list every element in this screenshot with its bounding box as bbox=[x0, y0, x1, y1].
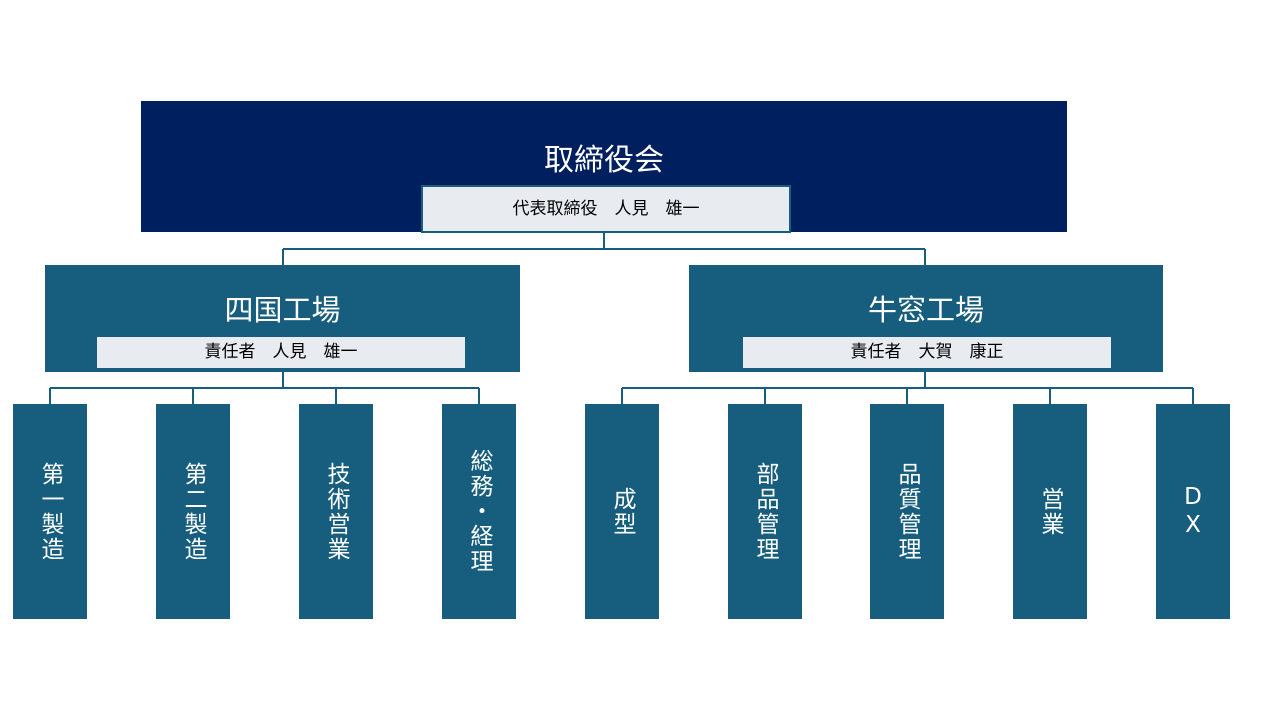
department-box: 総務・経理 bbox=[442, 404, 516, 619]
factory-box-ushimado: 牛窓工場 責任者 大賀 康正 bbox=[689, 265, 1163, 372]
department-label: 第二製造 bbox=[180, 461, 206, 562]
factory-box-shikoku: 四国工場 責任者 人見 雄一 bbox=[45, 265, 520, 372]
department-label: 技術営業 bbox=[323, 461, 349, 562]
department-box: 成型 bbox=[585, 404, 659, 619]
factory-manager-label: 責任者 人見 雄一 bbox=[97, 337, 465, 368]
department-label: DX bbox=[1180, 483, 1206, 540]
factory-manager-label: 責任者 大賀 康正 bbox=[743, 337, 1111, 368]
department-box: DX bbox=[1156, 404, 1230, 619]
department-label: 部品管理 bbox=[752, 461, 778, 562]
department-label: 総務・経理 bbox=[466, 449, 492, 574]
department-box: 第一製造 bbox=[13, 404, 87, 619]
department-box: 第二製造 bbox=[156, 404, 230, 619]
department-label: 品質管理 bbox=[894, 461, 920, 562]
department-box: 営業 bbox=[1013, 404, 1087, 619]
department-label: 第一製造 bbox=[37, 461, 63, 562]
department-box: 品質管理 bbox=[870, 404, 944, 619]
department-box: 部品管理 bbox=[728, 404, 802, 619]
representative-director-label: 代表取締役 人見 雄一 bbox=[421, 185, 791, 233]
board-title: 取締役会 bbox=[544, 143, 664, 178]
department-box: 技術営業 bbox=[299, 404, 373, 619]
factory-name: 四国工場 bbox=[224, 293, 341, 327]
department-label: 成型 bbox=[609, 486, 635, 537]
department-label: 営業 bbox=[1037, 486, 1063, 537]
factory-name: 牛窓工場 bbox=[867, 293, 984, 327]
